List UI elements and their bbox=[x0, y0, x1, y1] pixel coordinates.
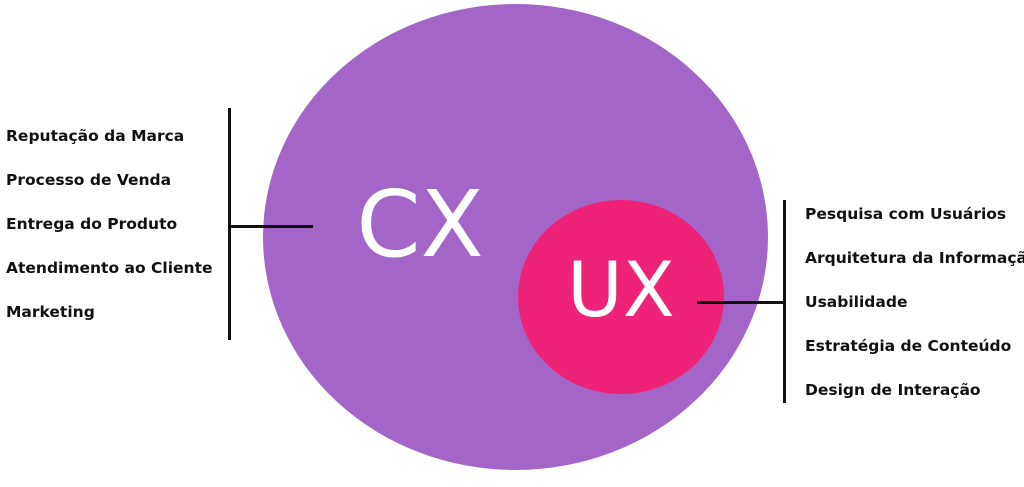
ux-items-list: Pesquisa com Usuários Arquitetura da Inf… bbox=[805, 192, 1024, 412]
cx-bracket-connector bbox=[228, 225, 313, 228]
ux-item: Design de Interação bbox=[805, 381, 981, 399]
ux-circle bbox=[518, 200, 724, 394]
cx-item: Marketing bbox=[6, 303, 95, 321]
cx-label: CX bbox=[356, 171, 484, 278]
ux-item: Arquitetura da Informação bbox=[805, 249, 1024, 267]
cx-item: Reputação da Marca bbox=[6, 127, 185, 145]
cx-item: Processo de Venda bbox=[6, 171, 172, 189]
cx-item: Atendimento ao Cliente bbox=[6, 259, 213, 277]
ux-item: Estratégia de Conteúdo bbox=[805, 337, 1012, 355]
cx-items-list: Reputação da Marca Processo de Venda Ent… bbox=[6, 114, 213, 334]
ux-label: UX bbox=[567, 245, 675, 334]
cx-bracket-vertical bbox=[228, 108, 231, 340]
ux-item: Usabilidade bbox=[805, 293, 908, 311]
ux-bracket-connector bbox=[697, 301, 785, 304]
cx-item: Entrega do Produto bbox=[6, 215, 178, 233]
ux-item: Pesquisa com Usuários bbox=[805, 205, 1007, 223]
